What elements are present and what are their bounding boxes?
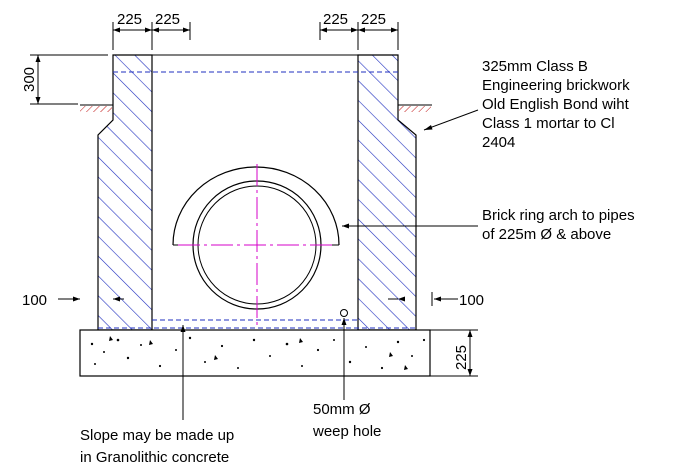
dim-225-base-arrows xyxy=(467,330,473,376)
left-brick-wall xyxy=(97,54,153,331)
chamber-void xyxy=(151,54,359,331)
concrete-base xyxy=(79,329,431,377)
dim-300-lines xyxy=(30,54,108,105)
slope-note: Slope may be made up in Granolithic conc… xyxy=(80,427,238,466)
dim-100-left-label: 100 xyxy=(22,292,47,309)
brickwork-leader-arrow xyxy=(424,125,433,130)
dim-top-1: 225 xyxy=(117,11,142,28)
arch-leader-arrow xyxy=(342,223,349,229)
weep-hole xyxy=(340,309,348,317)
weep-leader-arrow xyxy=(341,318,347,325)
brick-ring-arch xyxy=(172,166,340,246)
dim-100-right-label: 100 xyxy=(459,292,484,309)
dim-top-4: 225 xyxy=(361,11,386,28)
ground-level-right xyxy=(398,104,432,112)
dim-225-base-label: 225 xyxy=(453,345,470,370)
slope-leader-arrow xyxy=(180,325,186,332)
pipe-centerlines xyxy=(178,164,336,327)
right-brick-wall xyxy=(357,54,417,331)
dim-100-left-arrows xyxy=(73,296,120,302)
brickwork-note: 325mm Class B Engineering brickwork Old … xyxy=(482,58,634,151)
concrete-aggregate xyxy=(90,336,426,370)
ground-level-left xyxy=(80,104,113,112)
top-dimension-arrows xyxy=(113,27,398,33)
dim-top-2: 225 xyxy=(155,11,180,28)
dim-100-right-arrows xyxy=(398,296,441,302)
dim-300-label: 300 xyxy=(21,67,38,92)
arch-note: Brick ring arch to pipes of 225m Ø & abo… xyxy=(482,207,639,243)
dim-300-arrows xyxy=(35,55,41,104)
dim-top-3: 225 xyxy=(323,11,348,28)
weep-note: 50mm Ø weep hole xyxy=(312,401,381,440)
brickwork-leader xyxy=(423,109,479,131)
